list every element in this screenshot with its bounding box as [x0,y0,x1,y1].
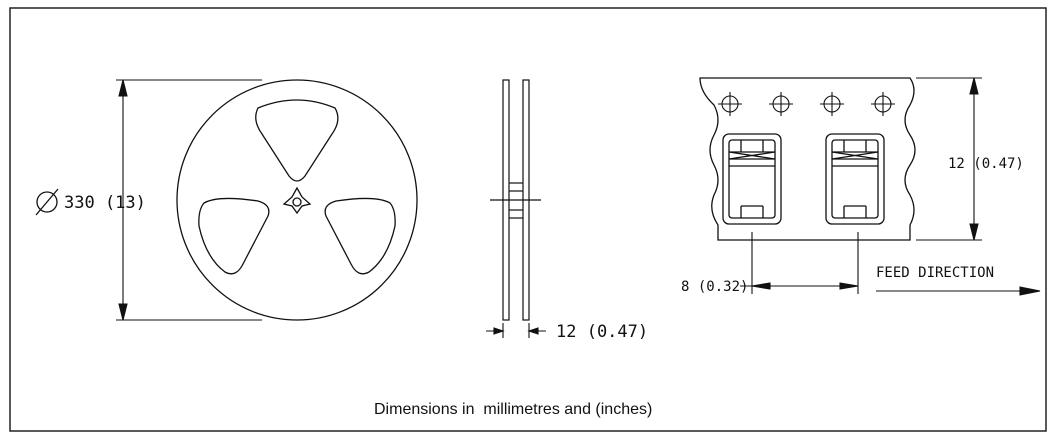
feed-direction-label: FEED DIRECTION [876,265,994,281]
reel-width-dimension [486,323,546,338]
dimensions-caption: Dimensions in millimetres and (inches) [374,401,652,418]
tape-pocket-1 [722,133,782,225]
sprocket-holes [718,92,895,116]
diameter-icon [35,188,59,216]
feed-direction-arrow [876,286,1041,296]
reel-front-view [176,79,418,321]
pitch-label: 8 (0.32) [681,279,748,295]
pitch-dimension [740,232,859,294]
tape-width-dimension [916,77,982,241]
tape-pocket-2 [825,133,885,225]
tape-width-label: 12 (0.47) [948,156,1024,172]
carrier-tape [699,77,916,241]
diameter-dimension [116,79,262,321]
reel-width-label: 12 (0.47) [556,322,648,342]
drawing-border [9,7,1047,432]
reel-side-view [490,79,541,321]
reel-diameter-label: 330 (13) [64,193,146,213]
